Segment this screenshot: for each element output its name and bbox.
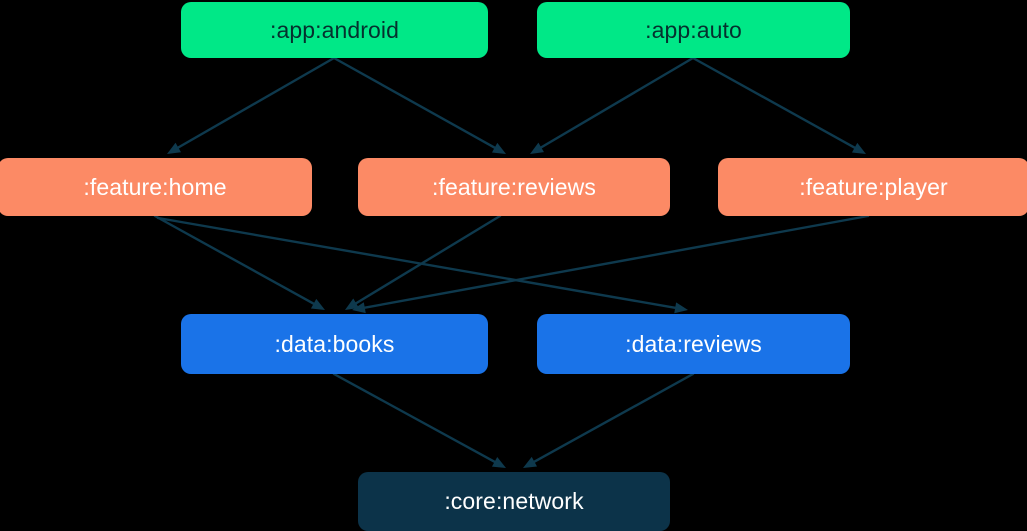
node-app-android[interactable]: :app:android — [181, 2, 488, 58]
node-label: :app:android — [269, 16, 400, 43]
node-feature-player[interactable]: :feature:player — [718, 158, 1027, 216]
edge-arrowhead — [491, 456, 506, 468]
node-app-auto[interactable]: :app:auto — [537, 2, 850, 58]
edge-arrowhead — [167, 142, 182, 154]
edge-line — [363, 214, 870, 309]
node-data-books[interactable]: :data:books — [181, 314, 488, 374]
node-label: :app:auto — [645, 16, 742, 43]
edge-line — [332, 56, 496, 149]
edge-arrowhead — [352, 302, 366, 314]
edge-arrowhead — [851, 142, 866, 154]
edge-line — [691, 56, 856, 149]
node-feature-reviews[interactable]: :feature:reviews — [358, 158, 670, 216]
edge-arrowhead — [345, 298, 359, 310]
edge-line — [156, 216, 677, 309]
edge-arrowhead — [310, 298, 325, 310]
edge-arrowhead — [491, 142, 506, 154]
edge-line — [533, 372, 695, 463]
node-label: :data:books — [274, 330, 395, 357]
node-label: :feature:player — [799, 173, 948, 200]
node-label: :core:network — [444, 488, 584, 514]
node-label: :data:reviews — [625, 330, 762, 357]
edge-line — [354, 214, 502, 305]
node-data-reviews[interactable]: :data:reviews — [537, 314, 850, 374]
edge-line — [153, 214, 315, 305]
edge-arrowhead — [523, 456, 538, 468]
node-core-network[interactable]: :core:network — [358, 472, 670, 531]
edge-line — [332, 372, 496, 463]
node-label: :feature:home — [83, 173, 227, 200]
edge-line — [177, 56, 336, 149]
node-label: :feature:reviews — [432, 173, 596, 200]
edge-line — [540, 56, 695, 149]
edge-arrowhead — [674, 302, 688, 314]
node-feature-home[interactable]: :feature:home — [0, 158, 312, 216]
edge-arrowhead — [530, 142, 544, 154]
